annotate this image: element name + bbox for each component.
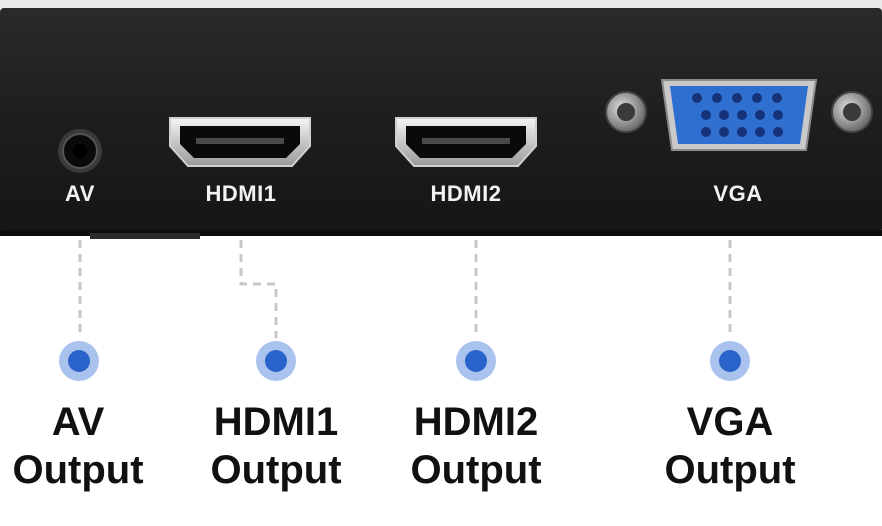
- output-label-vga-line1: VGA: [686, 400, 774, 444]
- dot-hdmi1: [256, 341, 296, 381]
- hdmi2-port: [395, 117, 537, 167]
- vga-pin: [692, 93, 702, 103]
- output-label-vga-line2: Output: [664, 448, 796, 492]
- output-label-hdmi1: HDMI1 Output: [176, 398, 376, 494]
- port-label-hdmi2: HDMI2: [430, 181, 502, 206]
- leader-hdmi1: [239, 240, 278, 338]
- dot-hdmi2: [456, 341, 496, 381]
- device-rear-panel: [0, 0, 882, 239]
- output-label-av: AV Output: [0, 398, 178, 494]
- output-label-hdmi2-line2: Output: [410, 448, 542, 492]
- output-label-hdmi1-line2: Output: [210, 448, 342, 492]
- vga-pin: [737, 127, 747, 137]
- vga-pin: [712, 93, 722, 103]
- dot-av: [59, 341, 99, 381]
- av-jack: [58, 129, 102, 173]
- vga-pin: [719, 110, 729, 120]
- vga-pin: [773, 127, 783, 137]
- port-label-hdmi1: HDMI1: [205, 181, 277, 206]
- vga-pin: [732, 93, 742, 103]
- output-label-av-line2: Output: [12, 448, 144, 492]
- port-label-vga: VGA: [713, 181, 763, 206]
- dot-vga: [710, 341, 750, 381]
- vga-pin: [752, 93, 762, 103]
- vga-pin: [737, 110, 747, 120]
- output-label-hdmi2-line1: HDMI2: [413, 400, 539, 444]
- output-label-av-line1: AV: [51, 400, 105, 444]
- vga-pin: [773, 110, 783, 120]
- output-label-vga: VGA Output: [630, 398, 830, 494]
- vga-pins: [692, 93, 783, 137]
- port-label-av: AV: [65, 181, 95, 206]
- vga-pin: [772, 93, 782, 103]
- output-label-hdmi2: HDMI2 Output: [376, 398, 576, 494]
- vga-pin: [701, 127, 711, 137]
- hdmi1-port: [169, 117, 311, 167]
- vga-pin: [755, 127, 765, 137]
- vga-pin: [719, 127, 729, 137]
- output-label-hdmi1-line1: HDMI1: [213, 400, 339, 444]
- vga-pin: [755, 110, 765, 120]
- vga-pin: [701, 110, 711, 120]
